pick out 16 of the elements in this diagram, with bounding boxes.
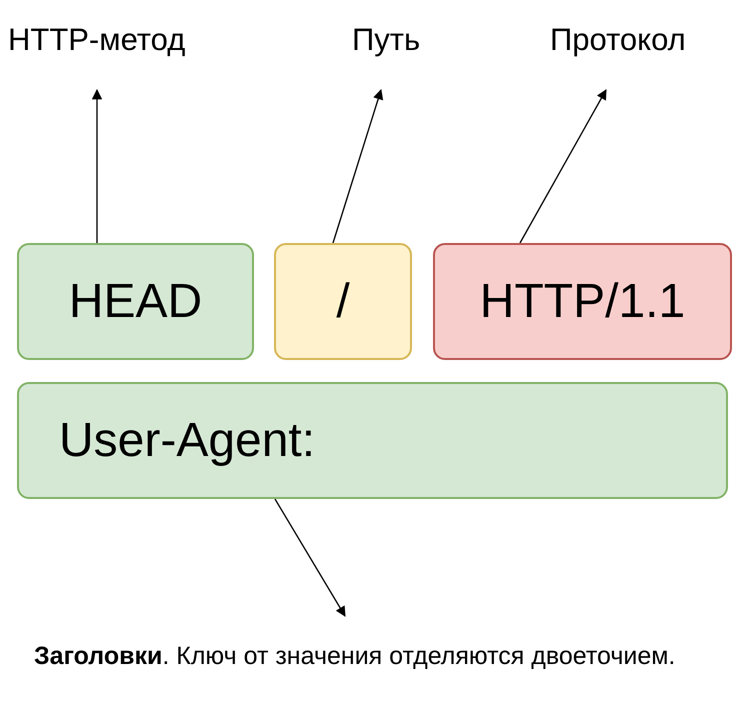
- box-label: HEAD: [68, 274, 202, 330]
- box-label: User-Agent:: [59, 412, 316, 468]
- annotation-label: HTTP-метод: [8, 22, 186, 57]
- annotation-label: Путь: [352, 22, 420, 57]
- leader-arrow: [274, 498, 346, 617]
- box-label: HTTP/1.1: [480, 274, 686, 330]
- protocol-box: [433, 243, 732, 360]
- leader-arrow: [92, 88, 102, 243]
- leader-arrow: [332, 89, 384, 244]
- path-box: [274, 243, 412, 360]
- box-label: /: [336, 274, 350, 330]
- header-box: [17, 382, 728, 499]
- annotation-label: Протокол: [550, 22, 686, 57]
- leader-arrow: [519, 89, 607, 244]
- note-text: Заголовки. Ключ от значения отделяются двоеточием.: [34, 642, 676, 670]
- method-box: [17, 243, 254, 360]
